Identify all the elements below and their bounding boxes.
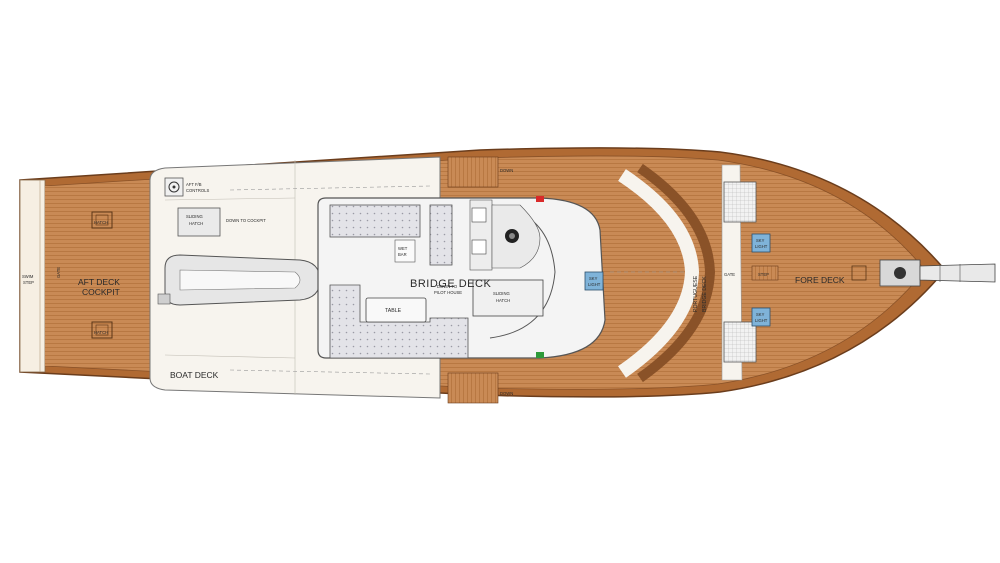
label-aft-deck: AFT DECK — [78, 277, 120, 287]
settee-upper — [329, 204, 453, 266]
aft-hatch-top — [91, 211, 113, 229]
label-gate-aft: GATE — [56, 267, 61, 278]
table — [365, 297, 427, 323]
label-cockpit: COCKPIT — [82, 287, 120, 297]
label-down-top: DOWN — [500, 168, 513, 173]
label-sliding-bridge: SLIDING — [493, 291, 510, 296]
wet-bar — [394, 239, 416, 263]
label-light-bridge: LIGHT — [588, 282, 601, 287]
label-bridge-deck: BRIDGE DECK — [410, 278, 491, 290]
aft-fb-controls — [164, 177, 184, 197]
label-hatch-bridge: HATCH — [496, 298, 510, 303]
fore-deck-features — [723, 181, 867, 363]
label-sky-fore-bottom: SKY — [756, 312, 765, 317]
label-controls: CONTROLS — [186, 188, 209, 193]
sliding-hatch-bridge — [472, 279, 544, 317]
label-bridge-deck-vertical: BRIDGE DECK — [702, 276, 708, 312]
fore-step — [751, 265, 779, 281]
label-pilot-house: PILOT HOUSE — [434, 290, 462, 295]
skylight-fore-bottom — [751, 307, 771, 327]
settee-lower — [329, 284, 469, 359]
tender — [157, 254, 321, 306]
skylight-fore-top — [751, 233, 771, 253]
label-aft-fb: AFT F/B — [186, 182, 202, 187]
aft-hatch-bottom — [91, 321, 113, 339]
label-bar: BAR — [398, 252, 407, 257]
sliding-hatch-aft — [177, 207, 221, 237]
helm-wheel-icon — [168, 181, 180, 193]
label-sliding-aft: SLIDING — [186, 214, 203, 219]
label-sky-fore-top: SKY — [756, 238, 765, 243]
label-wet: WET — [398, 246, 408, 251]
swim-step — [19, 179, 46, 373]
nav-light-green — [536, 352, 544, 358]
skylight-bridge — [584, 271, 604, 291]
label-portuguese: PORTUGUESE — [693, 275, 699, 312]
label-down-to: DOWN TO — [437, 284, 458, 289]
label-down-to-cockpit: DOWN TO COCKPIT — [226, 218, 266, 223]
label-hatch-small-2: HATCH — [94, 330, 108, 335]
aft-deck — [45, 186, 150, 366]
side-steps — [447, 156, 499, 404]
label-fore-deck: FORE DECK — [795, 275, 845, 285]
label-swim: SWIM — [22, 274, 34, 279]
nav-light-red — [536, 196, 544, 202]
label-gate-fore: GATE — [724, 272, 735, 277]
anchor-windlass — [879, 259, 996, 287]
label-sky-bridge: SKY — [589, 276, 598, 281]
label-step: STEP — [23, 280, 34, 285]
label-hatch-small-1: HATCH — [94, 220, 108, 225]
label-step-fore: STEP — [758, 272, 769, 277]
label-boat-deck: BOAT DECK — [170, 370, 219, 380]
label-hatch-aft: HATCH — [189, 221, 203, 226]
helm-station — [469, 199, 541, 271]
windlass-icon — [894, 267, 906, 279]
label-light-fore-bottom: LIGHT — [755, 318, 768, 323]
label-light-fore-top: LIGHT — [755, 244, 768, 249]
label-down-bottom: DOWN — [500, 391, 513, 396]
label-table: TABLE — [385, 308, 402, 314]
